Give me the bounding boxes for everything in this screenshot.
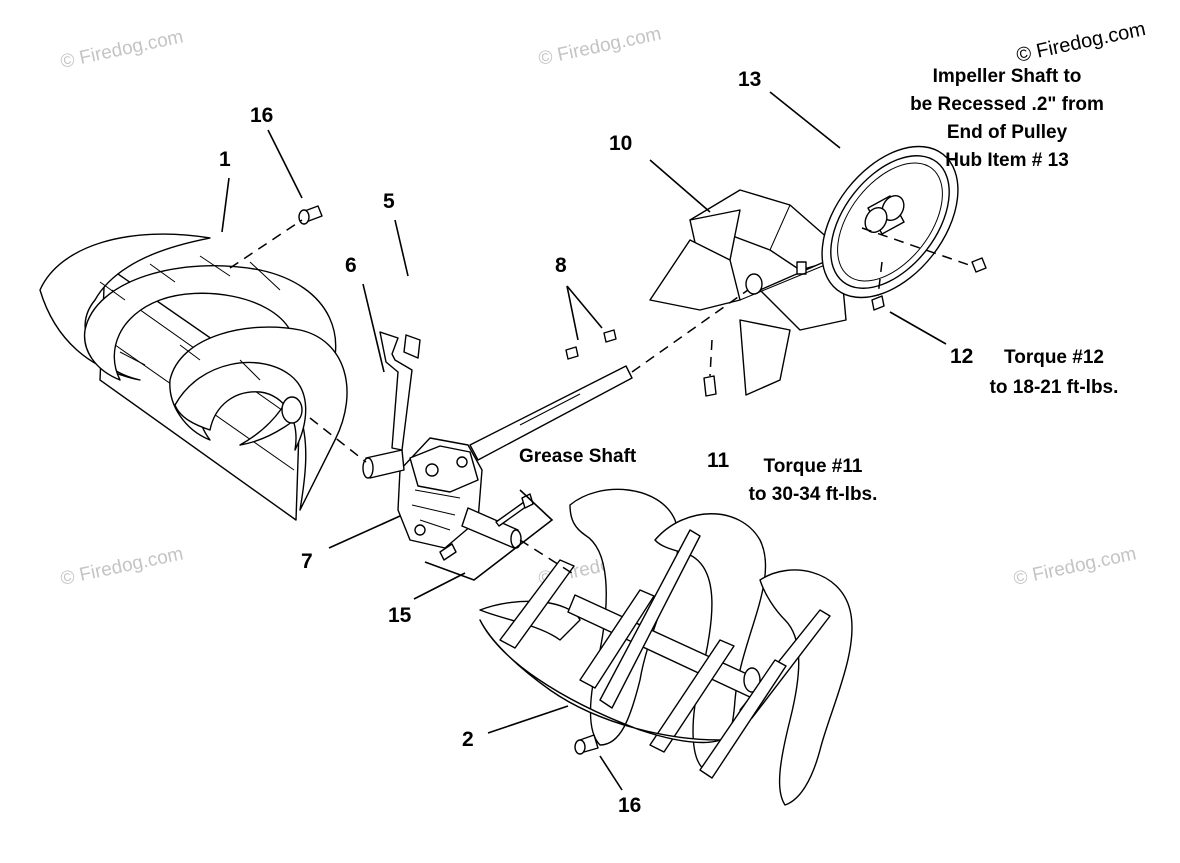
watermark-top-center: © Firedog.com	[537, 23, 664, 70]
callout-15: 15	[388, 604, 412, 627]
torque-11-line1: Torque #11	[764, 456, 863, 477]
grease-fitting-bottom	[574, 734, 599, 755]
grease-fitting-top	[298, 205, 323, 225]
watermark-mid-right: © Firedog.com	[1012, 543, 1139, 590]
callout-8: 8	[555, 254, 567, 277]
torque-12-line2: to 18-21 ft-lbs.	[990, 377, 1119, 398]
left-auger	[39, 233, 348, 521]
impeller-note-line3: End of Pulley	[947, 122, 1068, 143]
callout-16-top: 16	[250, 104, 273, 127]
callout-13: 13	[738, 68, 761, 91]
keys	[565, 329, 617, 360]
callout-5: 5	[383, 190, 395, 213]
callout-16-bottom: 16	[618, 794, 641, 817]
callouts: 1 16 5 6 8 10 13 12 11 7 15 2 16	[219, 68, 973, 817]
right-auger	[479, 488, 853, 806]
watermark-mid-left: © Firedog.com	[59, 543, 186, 590]
shear-bolt-set	[439, 493, 534, 561]
watermark-top-left: © Firedog.com	[59, 26, 186, 73]
torque-11-line2: to 30-34 ft-lbs.	[749, 484, 878, 505]
callout-6: 6	[345, 254, 357, 277]
gearbox	[362, 331, 633, 549]
callout-2: 2	[462, 728, 474, 751]
impeller-note-line1: Impeller Shaft to	[933, 66, 1082, 87]
hardware	[703, 257, 987, 397]
grease-shaft-note: Grease Shaft	[519, 446, 637, 467]
impeller-note-line2: be Recessed .2" from	[910, 94, 1104, 115]
watermark-top-right: © Firedog.com	[1014, 18, 1147, 67]
callout-10: 10	[609, 132, 632, 155]
torque-12-line1: Torque #12	[1004, 347, 1104, 368]
assembly-lines	[229, 219, 973, 576]
callout-11: 11	[707, 449, 730, 472]
pulley	[821, 145, 959, 299]
callout-1: 1	[219, 148, 231, 171]
impeller-note-line4: Hub Item # 13	[945, 150, 1069, 171]
leader-lines	[221, 91, 947, 791]
notes: Grease Shaft Impeller Shaft to be Recess…	[519, 66, 1118, 505]
impeller	[649, 189, 847, 396]
callout-7: 7	[301, 550, 313, 573]
callout-12: 12	[950, 345, 973, 368]
